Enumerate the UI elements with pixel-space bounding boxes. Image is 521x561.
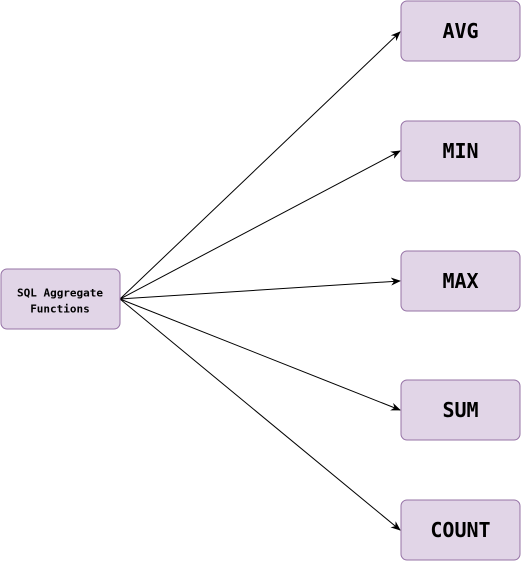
target-node-label: MAX [442,269,478,293]
target-node-count: COUNT [400,499,521,561]
edge-to-avg [119,31,401,300]
target-node-label: COUNT [430,518,490,542]
edge-to-min [119,150,401,300]
target-node-max: MAX [400,250,521,312]
target-node-box [400,120,521,182]
target-node-box [400,250,521,312]
target-node-box [400,0,521,62]
source-node-label-line2: Functions [30,303,90,316]
target-node-label: MIN [442,139,478,163]
target-node-min: MIN [400,120,521,182]
source-node-label-line1: SQL Aggregate [17,287,103,300]
target-node-avg: AVG [400,0,521,62]
target-node-box [400,379,521,441]
edge-to-sum [119,298,401,411]
edges [119,31,401,531]
target-node-sum: SUM [400,379,521,441]
target-node-label: AVG [442,19,478,43]
source-node: SQL Aggregate Functions [0,268,121,330]
target-node-label: SUM [442,398,478,422]
target-node-box [400,499,521,561]
edge-to-max [119,277,401,300]
edge-to-count [119,298,401,531]
source-node-box [0,268,121,330]
